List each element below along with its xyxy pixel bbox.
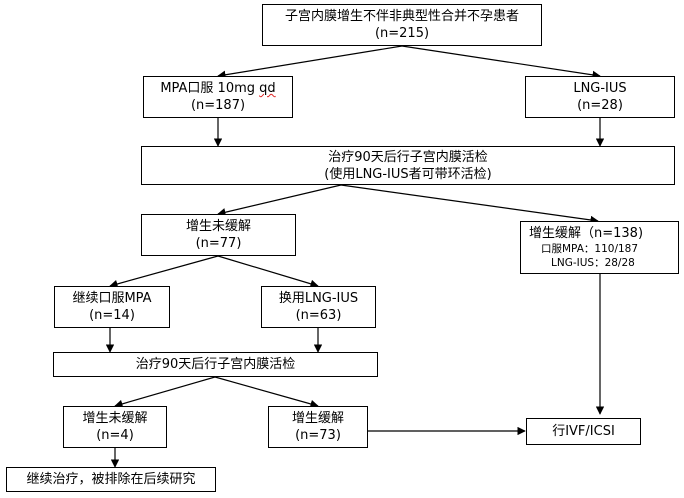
node-switch-lng-ius-title: 换用LNG-IUS: [278, 291, 359, 306]
node-unresolved-1-count: (n=77): [195, 236, 242, 251]
node-root-count: (n=215): [374, 26, 430, 41]
node-root: 子宫内膜增生不伴非典型性合并不孕患者 (n=215): [262, 4, 542, 46]
node-resolved-2: 增生缓解 (n=73): [268, 406, 368, 448]
node-ivf-icsi: 行IVF/ICSI: [526, 418, 641, 445]
node-mpa-count: (n=187): [190, 98, 246, 113]
node-unresolved-2-count: (n=4): [96, 428, 134, 443]
node-unresolved-1-title: 增生未缓解: [185, 219, 251, 234]
node-ivf-icsi-title: 行IVF/ICSI: [552, 424, 615, 439]
node-unresolved-1: 增生未缓解 (n=77): [141, 214, 296, 256]
node-resolved-2-count: (n=73): [295, 428, 341, 443]
node-resolved-2-title: 增生缓解: [291, 411, 344, 426]
node-switch-lng-ius: 换用LNG-IUS (n=63): [261, 286, 376, 328]
node-biopsy-2-title: 治疗90天后行子宫内膜活检: [135, 357, 296, 372]
arrow-unresolved1-to-continue-mpa: [109, 255, 219, 289]
node-biopsy-1: 治疗90天后行子宫内膜活检 (使用LNG-IUS者可带环活检): [141, 146, 675, 185]
node-resolved-1-mpa-ratio: 口服MPA：110/187: [541, 243, 639, 255]
node-biopsy-1-title: 治疗90天后行子宫内膜活检: [328, 149, 488, 165]
node-mpa-title: MPA口服 10mg qd: [160, 81, 276, 96]
node-continue-mpa: 继续口服MPA (n=14): [54, 286, 170, 328]
arrow-biopsy1-to-resolved1: [340, 184, 599, 225]
node-excluded: 继续治疗，被排除在后续研究: [6, 467, 216, 492]
spellcheck-underline: qd: [259, 81, 276, 96]
node-mpa: MPA口服 10mg qd (n=187): [143, 76, 293, 118]
arrow-biopsy2-to-resolved2: [214, 376, 319, 408]
arrow-biopsy2-to-unresolved2: [114, 376, 216, 408]
node-lng-ius-count: (n=28): [577, 98, 623, 113]
node-lng-ius-title: LNG-IUS: [573, 81, 627, 96]
node-unresolved-2-title: 增生未缓解: [82, 411, 148, 426]
node-switch-lng-ius-count: (n=63): [295, 308, 342, 323]
node-resolved-1: 增生缓解（n=138) 口服MPA：110/187 LNG-IUS：28/28: [520, 221, 679, 274]
node-root-title: 子宫内膜增生不伴非典型性合并不孕患者: [284, 9, 519, 24]
node-unresolved-2: 增生未缓解 (n=4): [63, 406, 167, 448]
node-lng-ius: LNG-IUS (n=28): [525, 76, 675, 118]
arrow-root-to-mpa: [217, 45, 403, 79]
node-continue-mpa-title: 继续口服MPA: [72, 291, 152, 306]
node-biopsy-1-subtitle: (使用LNG-IUS者可带环活检): [324, 166, 492, 182]
node-continue-mpa-count: (n=14): [89, 308, 135, 323]
arrow-biopsy1-to-unresolved1: [217, 184, 342, 217]
node-resolved-1-lng-ratio: LNG-IUS：28/28: [551, 257, 635, 269]
arrow-unresolved1-to-switch-lng: [217, 255, 319, 288]
node-biopsy-2: 治疗90天后行子宫内膜活检: [53, 352, 378, 377]
node-excluded-title: 继续治疗，被排除在后续研究: [26, 472, 196, 487]
node-resolved-1-title: 增生缓解（n=138): [529, 226, 644, 241]
arrow-root-to-lng: [401, 45, 601, 80]
